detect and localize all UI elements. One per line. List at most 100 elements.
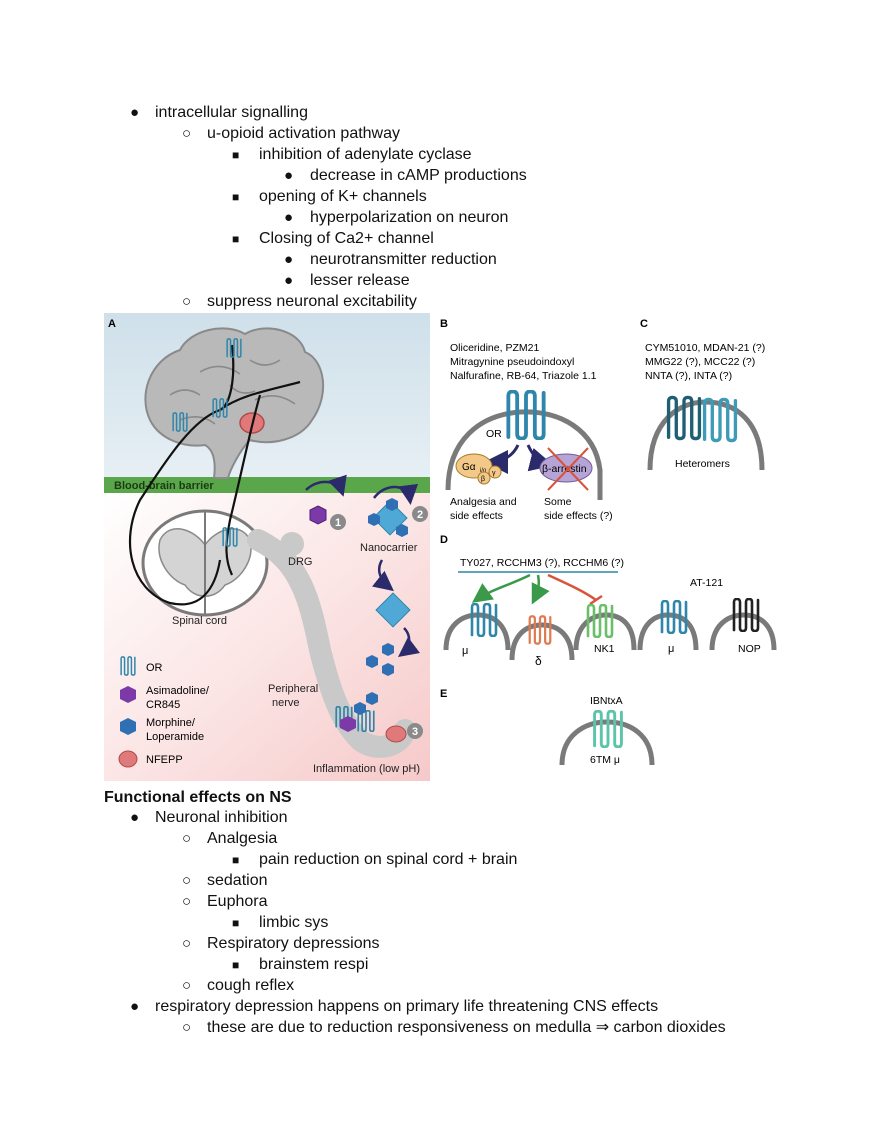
note-line: sedation xyxy=(207,872,268,889)
effect-some: side effects (?) xyxy=(544,510,613,522)
note-line: Closing of Ca2+ channel xyxy=(259,230,434,247)
note-line: pain reduction on spinal cord + brain xyxy=(259,851,518,868)
peripheral-nerve xyxy=(247,529,416,758)
effect-analgesia: Analgesia and xyxy=(450,496,517,508)
nanocarrier-label: Nanocarrier xyxy=(360,542,418,554)
bullet: ○ xyxy=(182,935,192,952)
legend-nfepp: NFEPP xyxy=(146,754,183,766)
note-line: suppress neuronal excitability xyxy=(207,293,417,310)
bullet: ○ xyxy=(182,893,192,910)
bullet: ■ xyxy=(232,853,240,867)
bullet: ○ xyxy=(182,293,192,310)
arrestin-label: β-arrestin xyxy=(542,463,587,475)
drg-node xyxy=(280,532,304,556)
step-3: 3 xyxy=(412,726,418,738)
ibntxa-label: IBNtxA xyxy=(590,695,623,707)
panel-c-drugs: CYM51010, MDAN-21 (?) xyxy=(645,342,765,354)
effect-analgesia: side effects xyxy=(450,510,503,522)
bullet: ○ xyxy=(182,1019,192,1036)
beta-label: β xyxy=(481,476,485,483)
panel-e: E IBNtxA 6TM μ xyxy=(440,688,655,766)
6tm-label: 6TM μ xyxy=(590,754,620,766)
g-protein-label: Gα xyxy=(462,462,476,473)
panel-label-c: C xyxy=(640,318,648,330)
bullet: ● xyxy=(284,167,294,184)
delta-label: δ xyxy=(535,654,542,668)
mu2-label: μ xyxy=(668,643,674,655)
at121-label: AT-121 xyxy=(690,577,723,589)
note-line: Neuronal inhibition xyxy=(155,809,288,826)
bullet: ○ xyxy=(182,872,192,889)
asimadoline-hex xyxy=(309,505,327,525)
peripheral-nerve-label: nerve xyxy=(272,697,300,709)
note-line: Analgesia xyxy=(207,830,278,847)
heteromers-label: Heteromers xyxy=(675,458,730,470)
bullet: ■ xyxy=(232,148,240,162)
panel-label-a: A xyxy=(108,318,116,330)
step-2: 2 xyxy=(417,509,423,521)
blood-brain-barrier-band xyxy=(104,477,430,493)
bullet: ■ xyxy=(232,232,240,246)
note-line: respiratory depression happens on primar… xyxy=(155,998,659,1015)
note-line: intracellular signalling xyxy=(155,104,308,121)
inflammation-label: Inflammation (low pH) xyxy=(313,763,420,775)
or-label: OR xyxy=(486,428,502,440)
legend-asimadoline: CR845 xyxy=(146,699,180,711)
note-line: limbic sys xyxy=(259,914,329,931)
panel-d: D TY027, RCCHM3 (?), RCCHM6 (?) μ δ NK1 … xyxy=(440,534,777,668)
mu-label: μ xyxy=(462,645,468,657)
note-line: decrease in cAMP productions xyxy=(310,167,527,184)
bullet: ■ xyxy=(232,958,240,972)
bullet: ● xyxy=(130,809,140,826)
step-1: 1 xyxy=(335,517,341,529)
g-protein-sub: i/o xyxy=(480,468,487,474)
panel-b-drugs: Oliceridine, PZM21 xyxy=(450,342,539,354)
drg-label: DRG xyxy=(288,556,312,568)
legend: OR Asimadoline/ CR845 Morphine/ Loperami… xyxy=(118,656,210,768)
bbb-label: Blood-brain barrier xyxy=(114,480,214,492)
nop-label: NOP xyxy=(738,643,761,655)
bullet: ● xyxy=(130,104,140,121)
bullet: ● xyxy=(130,998,140,1015)
panel-c-drugs: NNTA (?), INTA (?) xyxy=(645,370,732,382)
panel-b-drugs: Nalfurafine, RB-64, Triazole 1.1 xyxy=(450,370,597,382)
bullet: ■ xyxy=(232,190,240,204)
gamma-label: γ xyxy=(492,470,496,477)
nk1-label: NK1 xyxy=(594,643,615,655)
panel-c-drugs: MMG22 (?), MCC22 (?) xyxy=(645,356,755,368)
note-line: Euphora xyxy=(207,893,268,910)
legend-morphine: Loperamide xyxy=(146,731,204,743)
note-line: opening of K+ channels xyxy=(259,188,427,205)
legend-or: OR xyxy=(146,662,163,674)
bullet: ● xyxy=(284,272,294,289)
spinal-cord-label: Spinal cord xyxy=(172,615,227,627)
panel-label-d: D xyxy=(440,534,448,546)
note-line: brainstem respi xyxy=(259,956,369,973)
bullet: ○ xyxy=(182,125,192,142)
note-line: these are due to reduction responsivenes… xyxy=(207,1019,726,1036)
note-line: neurotransmitter reduction xyxy=(310,251,497,268)
effect-some: Some xyxy=(544,496,572,508)
legend-asimadoline: Asimadoline/ xyxy=(146,685,210,697)
panel-c: C CYM51010, MDAN-21 (?) MMG22 (?), MCC22… xyxy=(640,318,765,471)
note-line: cough reflex xyxy=(207,977,295,994)
panel-label-b: B xyxy=(440,318,448,330)
brain-illustration xyxy=(144,327,325,479)
bullet: ■ xyxy=(232,916,240,930)
note-line: Respiratory depressions xyxy=(207,935,380,952)
note-line: u-opioid activation pathway xyxy=(207,125,401,142)
bullet: ● xyxy=(284,251,294,268)
panel-b: B Oliceridine, PZM21 Mitragynine pseudoi… xyxy=(440,318,613,522)
panel-b-drugs: Mitragynine pseudoindoxyl xyxy=(450,356,574,368)
note-line: lesser release xyxy=(310,272,410,289)
bullet: ● xyxy=(284,209,294,226)
legend-morphine: Morphine/ xyxy=(146,717,196,729)
panel-label-e: E xyxy=(440,688,447,700)
bullet: ○ xyxy=(182,977,192,994)
panel-a: A Blood-brain barrier 1 xyxy=(104,313,430,781)
bullet: ○ xyxy=(182,830,192,847)
note-line: hyperpolarization on neuron xyxy=(310,209,509,226)
note-line: inhibition of adenylate cyclase xyxy=(259,146,472,163)
peripheral-nerve-label: Peripheral xyxy=(268,683,318,695)
